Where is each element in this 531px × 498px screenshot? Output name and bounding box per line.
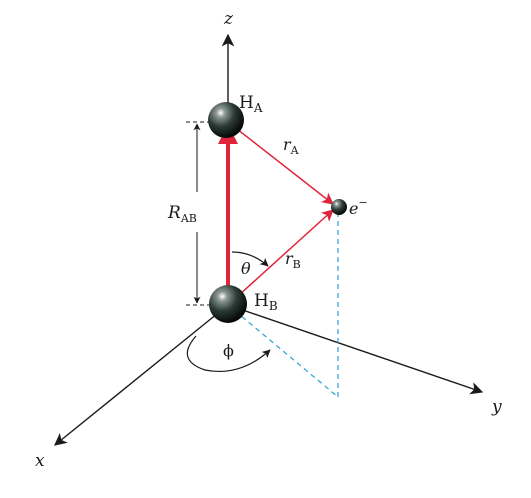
atom-ha-label: HA (239, 93, 263, 115)
atom-hb (209, 285, 247, 323)
projection-base (227, 304, 339, 398)
x-axis-line (54, 304, 229, 446)
phi-label: ϕ (223, 341, 234, 360)
electron-label: e− (349, 196, 368, 218)
y-axis-line (227, 304, 484, 395)
rb-vector (227, 209, 334, 306)
phi-arc (186, 335, 271, 373)
ra-label: rA (283, 135, 300, 157)
y-axis-label: y (491, 397, 502, 417)
ra-vector (227, 121, 334, 205)
atom-hb-label: HB (254, 291, 278, 313)
atom-ha (208, 102, 244, 138)
theta-label: θ (241, 259, 251, 278)
x-axis-label: x (35, 451, 45, 471)
electron-dot (331, 199, 347, 215)
rab-label: RAB (167, 203, 197, 225)
rb-label: rB (285, 249, 301, 271)
z-axis-label: z (223, 9, 234, 29)
theta-arc (231, 251, 269, 267)
